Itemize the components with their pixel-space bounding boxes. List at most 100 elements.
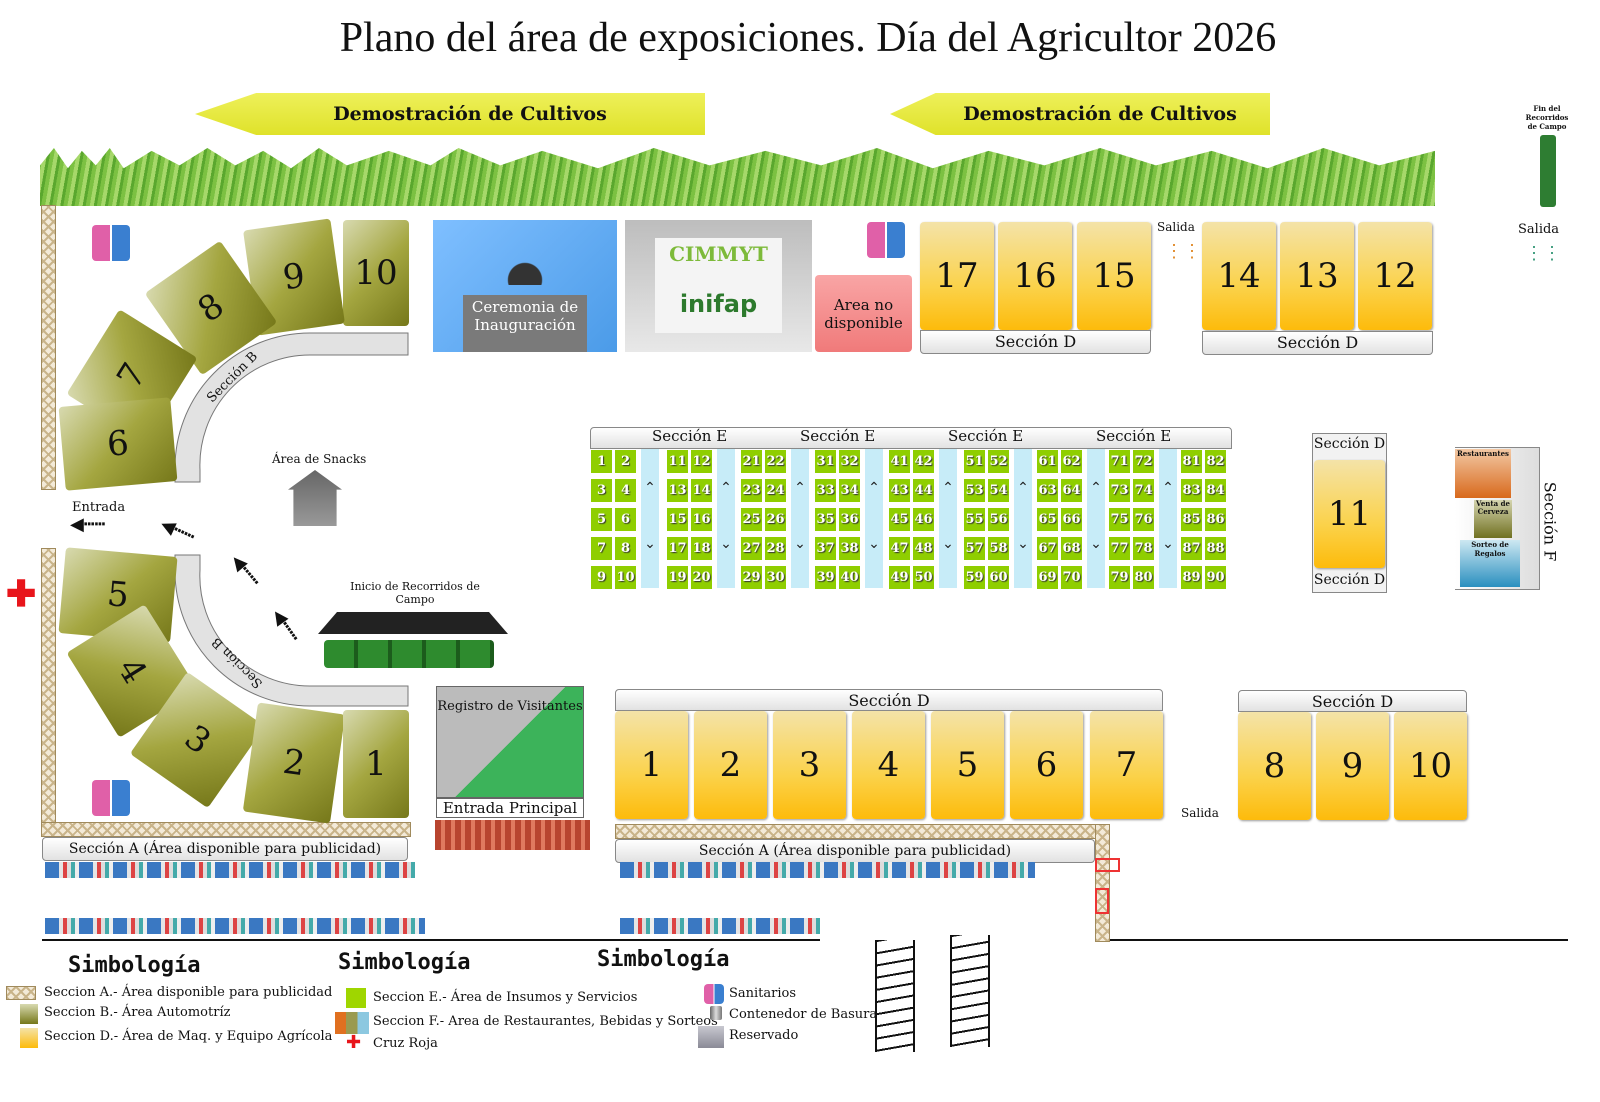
booth-e[interactable]: 66 <box>1061 508 1082 531</box>
booth-e[interactable]: 87 <box>1181 537 1202 560</box>
booth-d[interactable]: 7 <box>1090 711 1163 819</box>
booth-e[interactable]: 37 <box>815 537 836 560</box>
booth-e[interactable]: 43 <box>889 479 910 502</box>
booth-e[interactable]: 58 <box>988 537 1009 560</box>
booth-e[interactable]: 31 <box>815 450 836 473</box>
booth-e[interactable]: 47 <box>889 537 910 560</box>
booth-e[interactable]: 64 <box>1061 479 1082 502</box>
booth-d[interactable]: 6 <box>1010 711 1083 819</box>
booth-e[interactable]: 85 <box>1181 508 1202 531</box>
restaurantes-booth[interactable]: Restaurantes <box>1455 449 1511 498</box>
booth-e[interactable]: 89 <box>1181 566 1202 589</box>
booth-e[interactable]: 59 <box>964 566 985 589</box>
booth-b[interactable]: 2 <box>242 702 346 824</box>
booth-e[interactable]: 51 <box>964 450 985 473</box>
booth-e[interactable]: 88 <box>1205 537 1226 560</box>
booth-e[interactable]: 60 <box>988 566 1009 589</box>
booth-e[interactable]: 20 <box>691 566 712 589</box>
booth-e[interactable]: 38 <box>839 537 860 560</box>
booth-e[interactable]: 82 <box>1205 450 1226 473</box>
booth-e[interactable]: 39 <box>815 566 836 589</box>
booth-d[interactable]: 16 <box>998 222 1072 330</box>
booth-e[interactable]: 12 <box>691 450 712 473</box>
booth-e[interactable]: 29 <box>741 566 762 589</box>
booth-e[interactable]: 61 <box>1037 450 1058 473</box>
booth-e[interactable]: 25 <box>741 508 762 531</box>
booth-e[interactable]: 62 <box>1061 450 1082 473</box>
booth-e[interactable]: 24 <box>765 479 786 502</box>
booth-e[interactable]: 70 <box>1061 566 1082 589</box>
booth-e[interactable]: 49 <box>889 566 910 589</box>
booth-e[interactable]: 41 <box>889 450 910 473</box>
booth-e[interactable]: 1 <box>591 450 612 473</box>
booth-e[interactable]: 54 <box>988 479 1009 502</box>
booth-d[interactable]: 14 <box>1202 222 1276 330</box>
booth-e[interactable]: 9 <box>591 566 612 589</box>
booth-e[interactable]: 86 <box>1205 508 1226 531</box>
booth-e[interactable]: 42 <box>913 450 934 473</box>
booth-e[interactable]: 5 <box>591 508 612 531</box>
booth-d[interactable]: 17 <box>920 222 994 330</box>
booth-e[interactable]: 26 <box>765 508 786 531</box>
booth-e[interactable]: 4 <box>615 479 636 502</box>
booth-b[interactable]: 1 <box>343 710 409 818</box>
booth-e[interactable]: 16 <box>691 508 712 531</box>
booth-e[interactable]: 14 <box>691 479 712 502</box>
booth-e[interactable]: 75 <box>1109 508 1130 531</box>
booth-d[interactable]: 10 <box>1394 712 1467 820</box>
booth-e[interactable]: 53 <box>964 479 985 502</box>
booth-e[interactable]: 32 <box>839 450 860 473</box>
booth-e[interactable]: 2 <box>615 450 636 473</box>
booth-d[interactable]: 2 <box>694 711 767 819</box>
booth-e[interactable]: 18 <box>691 537 712 560</box>
booth-e[interactable]: 55 <box>964 508 985 531</box>
booth-e[interactable]: 44 <box>913 479 934 502</box>
booth-e[interactable]: 77 <box>1109 537 1130 560</box>
booth-e[interactable]: 83 <box>1181 479 1202 502</box>
booth-d[interactable]: 9 <box>1316 712 1389 820</box>
booth-e[interactable]: 34 <box>839 479 860 502</box>
booth-e[interactable]: 52 <box>988 450 1009 473</box>
booth-e[interactable]: 72 <box>1133 450 1154 473</box>
booth-e[interactable]: 71 <box>1109 450 1130 473</box>
booth-e[interactable]: 3 <box>591 479 612 502</box>
booth-e[interactable]: 17 <box>667 537 688 560</box>
booth-e[interactable]: 81 <box>1181 450 1202 473</box>
booth-e[interactable]: 57 <box>964 537 985 560</box>
booth-d[interactable]: 3 <box>773 711 846 819</box>
booth-e[interactable]: 63 <box>1037 479 1058 502</box>
booth-e[interactable]: 45 <box>889 508 910 531</box>
booth-e[interactable]: 76 <box>1133 508 1154 531</box>
booth-d-11[interactable]: 11 <box>1314 460 1385 568</box>
booth-e[interactable]: 74 <box>1133 479 1154 502</box>
booth-d[interactable]: 12 <box>1358 222 1432 330</box>
booth-e[interactable]: 65 <box>1037 508 1058 531</box>
booth-e[interactable]: 80 <box>1133 566 1154 589</box>
booth-e[interactable]: 78 <box>1133 537 1154 560</box>
booth-e[interactable]: 35 <box>815 508 836 531</box>
booth-e[interactable]: 40 <box>839 566 860 589</box>
booth-e[interactable]: 67 <box>1037 537 1058 560</box>
booth-e[interactable]: 90 <box>1205 566 1226 589</box>
booth-e[interactable]: 30 <box>765 566 786 589</box>
booth-e[interactable]: 48 <box>913 537 934 560</box>
booth-e[interactable]: 10 <box>615 566 636 589</box>
booth-d[interactable]: 15 <box>1077 222 1151 330</box>
booth-e[interactable]: 11 <box>667 450 688 473</box>
booth-e[interactable]: 73 <box>1109 479 1130 502</box>
booth-d[interactable]: 5 <box>931 711 1004 819</box>
booth-d[interactable]: 1 <box>615 711 688 819</box>
booth-d[interactable]: 4 <box>852 711 925 819</box>
booth-d[interactable]: 8 <box>1238 712 1311 820</box>
booth-e[interactable]: 69 <box>1037 566 1058 589</box>
booth-e[interactable]: 36 <box>839 508 860 531</box>
booth-e[interactable]: 56 <box>988 508 1009 531</box>
booth-e[interactable]: 13 <box>667 479 688 502</box>
booth-e[interactable]: 28 <box>765 537 786 560</box>
booth-e[interactable]: 8 <box>615 537 636 560</box>
entrada-principal-label[interactable]: Entrada Principal <box>436 798 584 818</box>
booth-b[interactable]: 10 <box>343 220 409 326</box>
booth-d[interactable]: 13 <box>1280 222 1354 330</box>
booth-e[interactable]: 7 <box>591 537 612 560</box>
booth-b[interactable]: 6 <box>58 397 178 491</box>
